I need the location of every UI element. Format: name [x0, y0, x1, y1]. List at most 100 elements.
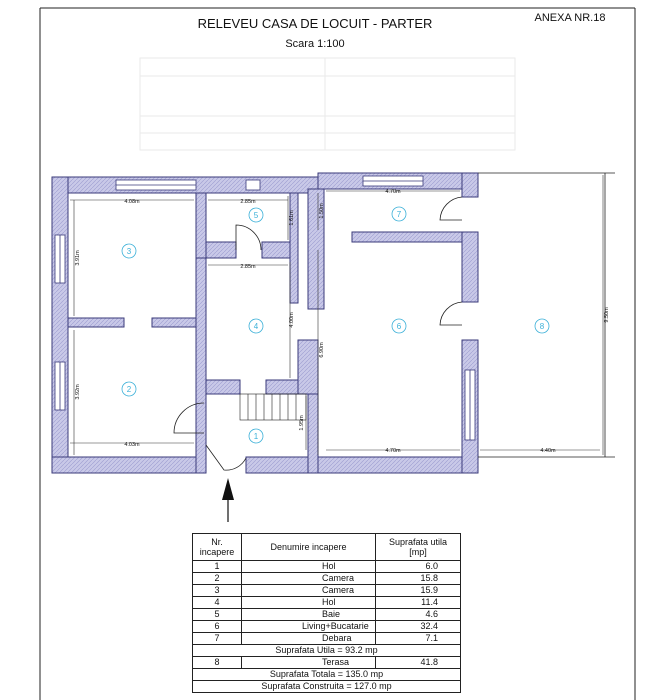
wall-bottom-right: [245, 456, 479, 474]
dim-label: 3.91m: [75, 250, 81, 266]
wall-int-4: [151, 317, 197, 328]
total-utila: Suprafata Utila = 93.2 mp: [192, 644, 461, 657]
cell-area: 32.4: [375, 620, 461, 633]
room-markers: 1 2 3 4 5 6 7 8: [121, 206, 550, 444]
header-area: Suprafata utila [mp]: [375, 533, 461, 561]
dim-label: 4.70m: [385, 448, 401, 454]
cell-name: Baie: [241, 608, 376, 621]
dim-label: 2.85m: [240, 199, 256, 205]
room-marker-7: 7: [397, 210, 402, 219]
terrace: [478, 172, 615, 458]
table-row: 6 Living+Bucatarie 32.4: [192, 620, 461, 633]
entrance-arrow-icon: [222, 478, 234, 522]
cell-name: Debara: [241, 632, 376, 645]
cell-name: Hol: [241, 560, 376, 573]
cell-area: 15.9: [375, 584, 461, 597]
cell-area: 41.8: [375, 656, 461, 669]
table-total-row: Suprafata Construita = 127.0 mp: [192, 680, 461, 693]
dim-label: 4.40m: [540, 448, 556, 454]
table-total-row: Suprafata Utila = 93.2 mp: [192, 644, 461, 657]
door-entry: [173, 402, 205, 434]
cell-area: 7.1: [375, 632, 461, 645]
table-row: 7 Debara 7.1: [192, 632, 461, 645]
header-name: Denumire incapere: [241, 533, 376, 561]
wall-bottom-left: [51, 456, 205, 474]
table-row: 3 Camera 15.9: [192, 584, 461, 597]
cell-name: Hol: [241, 596, 376, 609]
cell-area: 11.4: [375, 596, 461, 609]
table-header-row: Nr. incapere Denumire incapere Suprafata…: [192, 533, 461, 561]
room-marker-2: 2: [127, 385, 132, 394]
header-nr: Nr. incapere: [192, 533, 242, 561]
door-room6-terrace: [439, 301, 463, 326]
cell-area: 15.8: [375, 572, 461, 585]
dim-label: 1.95m: [299, 415, 305, 431]
cell-nr: 4: [192, 596, 242, 609]
wall-right-top: [461, 172, 479, 198]
room-area-table: Nr. incapere Denumire incapere Suprafata…: [192, 533, 461, 693]
window-top-bath: [245, 179, 261, 191]
dim-label: 6.90m: [319, 342, 325, 358]
wall-int-2: [195, 257, 207, 474]
cell-nr: 2: [192, 572, 242, 585]
door-room7-terrace: [439, 196, 463, 221]
cell-name: Camera: [241, 584, 376, 597]
dim-label: 4.70m: [385, 189, 401, 195]
cell-area: 4.6: [375, 608, 461, 621]
wall-int-3: [67, 317, 125, 328]
doors: [173, 196, 463, 471]
cell-name: Terasa: [241, 656, 376, 669]
cell-name: Camera: [241, 572, 376, 585]
stairs: [239, 393, 307, 421]
room-marker-1: 1: [254, 432, 259, 441]
dim-label: 2.85m: [240, 264, 256, 270]
table-row: 8 Terasa 41.8: [192, 656, 461, 669]
dim-label: 3.92m: [75, 384, 81, 400]
wall-int-5: [205, 241, 237, 259]
dim-label: 1.50m: [319, 203, 325, 219]
room-marker-6: 6: [397, 322, 402, 331]
wall-right-mid: [461, 231, 479, 303]
table-row: 2 Camera 15.8: [192, 572, 461, 585]
wall-int-12: [351, 231, 463, 243]
door-entry-leaf: [205, 444, 247, 471]
wall-int-8: [205, 379, 241, 395]
wall-int-13: [307, 393, 319, 474]
door-bath: [235, 224, 262, 251]
cell-nr: 8: [192, 656, 242, 669]
wall-left: [51, 176, 69, 474]
cell-name: Living+Bucatarie: [241, 620, 376, 633]
wall-int-7: [289, 192, 299, 304]
annex-label: ANEXA NR.18: [534, 12, 606, 24]
dim-label: 9.50m: [604, 307, 610, 323]
table-row: 4 Hol 11.4: [192, 596, 461, 609]
wall-int-11: [307, 188, 325, 310]
room-marker-8: 8: [540, 322, 545, 331]
table-total-row: Suprafata Totala = 135.0 mp: [192, 668, 461, 681]
table-row: 1 Hol 6.0: [192, 560, 461, 573]
windows: [54, 175, 476, 441]
room-marker-4: 4: [254, 322, 259, 331]
drawing-scale: Scara 1:100: [285, 38, 345, 50]
cell-nr: 3: [192, 584, 242, 597]
table-row: 5 Baie 4.6: [192, 608, 461, 621]
room-marker-5: 5: [254, 211, 259, 220]
dimension-labels: 4.08m 2.85m 4.70m 2.85m 4.03m 4.70m 4.40…: [75, 189, 610, 454]
cell-nr: 6: [192, 620, 242, 633]
dimension-lines: [70, 175, 604, 455]
dim-label: 4.00m: [289, 312, 295, 328]
dim-label: 1.61m: [289, 210, 295, 226]
cell-nr: 7: [192, 632, 242, 645]
cell-area: 6.0: [375, 560, 461, 573]
wall-int-10: [297, 339, 319, 395]
room-marker-3: 3: [127, 247, 132, 256]
dim-label: 4.03m: [124, 442, 140, 448]
total-construita: Suprafata Construita = 127.0 mp: [192, 680, 461, 693]
faded-stamp: [139, 57, 516, 151]
drawing-title: RELEVEU CASA DE LOCUIT - PARTER: [197, 16, 433, 31]
dim-label: 4.08m: [124, 199, 140, 205]
cell-nr: 5: [192, 608, 242, 621]
cell-nr: 1: [192, 560, 242, 573]
